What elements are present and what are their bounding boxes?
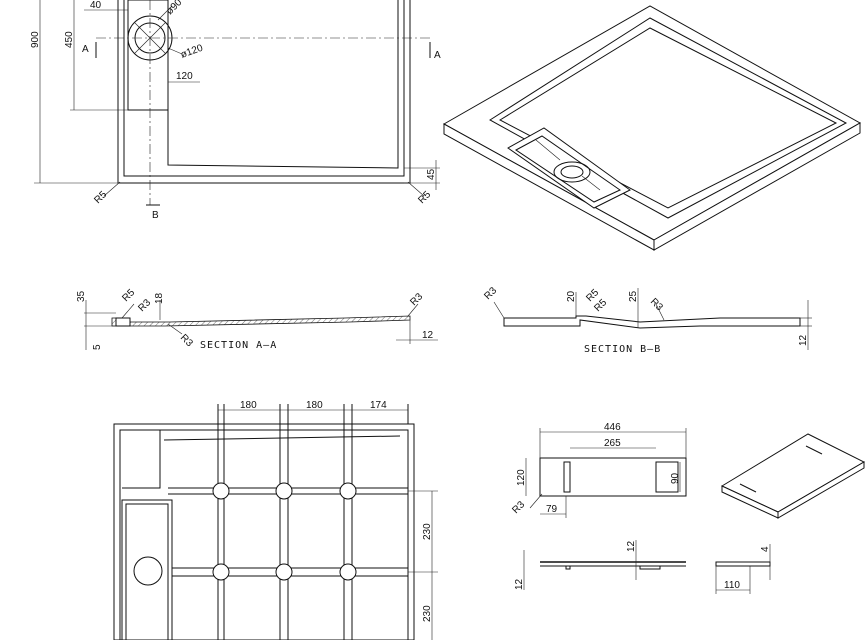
cover-dim-79: 79 [546,504,558,515]
grid-dim-230-b: 230 [422,605,433,622]
section-aa-view: 35 5 R5 R3 18 R3 R3 12 SECTION A—A [76,287,438,351]
tray-inner-rim [123,0,405,177]
section-bb-profile [503,315,801,329]
section-bb-r3-left: R3 [482,285,499,302]
cover-dim-265: 265 [604,438,621,449]
dim-45: 45 [426,168,437,180]
section-bb-dim-20: 20 [566,290,577,302]
support-foot [275,563,293,581]
section-aa-r3-right: R3 [408,291,425,308]
tray-basin-edge [167,0,399,169]
section-aa-dim-12: 12 [422,330,434,341]
grid-drain-circle [133,556,163,586]
iso-drain-channel [507,127,631,209]
section-aa-r3-b: R3 [178,332,195,349]
section-bb-title: SECTION B—B [584,344,661,355]
cover-plate-view: 446 265 120 90 R3 79 12 12 4 110 [510,422,865,594]
radius-r5-left: R5 [92,189,109,206]
grid-drain-block [121,499,173,640]
iso-tray-front-right [653,122,861,251]
support-foot [339,563,357,581]
cover-r3: R3 [510,499,527,516]
plan-view: A A B 40 ø90 ø120 120 900 450 45 R5 R5 [30,0,441,221]
support-foot [339,482,357,500]
section-bb-dim-25: 25 [628,290,639,302]
support-foot [275,482,293,500]
support-foot [212,482,230,500]
section-aa-r3-a: R3 [136,297,153,314]
tray-outline [117,0,411,184]
cover-dim-120: 120 [516,469,527,486]
dim-diameter-120: ø120 [179,43,205,61]
support-grid-view: 180 180 174 230 230 [113,400,438,640]
dim-diameter-90: ø90 [164,0,184,17]
section-mark-a-left: A [82,44,89,55]
section-mark-b: B [152,210,159,221]
cover-dim-12-side: 12 [514,578,525,590]
section-aa-title: SECTION A—A [200,340,277,351]
section-aa-dim-5: 5 [92,344,103,350]
section-aa-dim-35: 35 [76,290,87,302]
grid-tray-outline [113,423,415,640]
section-aa-dim-18: 18 [154,292,165,304]
cover-dim-12-top: 12 [626,540,637,552]
cover-plate-top-view [539,457,687,497]
cover-dim-446: 446 [604,422,621,433]
iso-drain-inner [560,165,584,179]
grid-dim-180-a: 180 [240,400,257,411]
iso-drain-outer [553,161,591,183]
clip-side-view [715,561,771,567]
dim-900: 900 [30,31,41,48]
dim-450: 450 [64,31,75,48]
dim-120: 120 [176,71,193,82]
support-foot [212,563,230,581]
dim-40: 40 [90,0,102,11]
section-aa-r5: R5 [120,287,137,304]
grid-dim-230-a: 230 [422,523,433,540]
clip-dim-4: 4 [760,546,771,552]
grid-dim-180-b: 180 [306,400,323,411]
section-bb-view: R3 20 R5 R5 25 R3 12 SECTION B—B [482,285,812,355]
section-aa-profile [111,315,411,327]
section-mark-a-right: A [434,50,441,61]
grid-dim-174: 174 [370,400,387,411]
section-bb-dim-12: 12 [798,334,809,346]
section-aa-drain [115,317,131,327]
section-bb-r3-right: R3 [648,296,665,313]
isometric-tray-view [442,5,862,251]
cover-dim-90: 90 [670,472,681,484]
clip-dim-110: 110 [724,580,740,591]
